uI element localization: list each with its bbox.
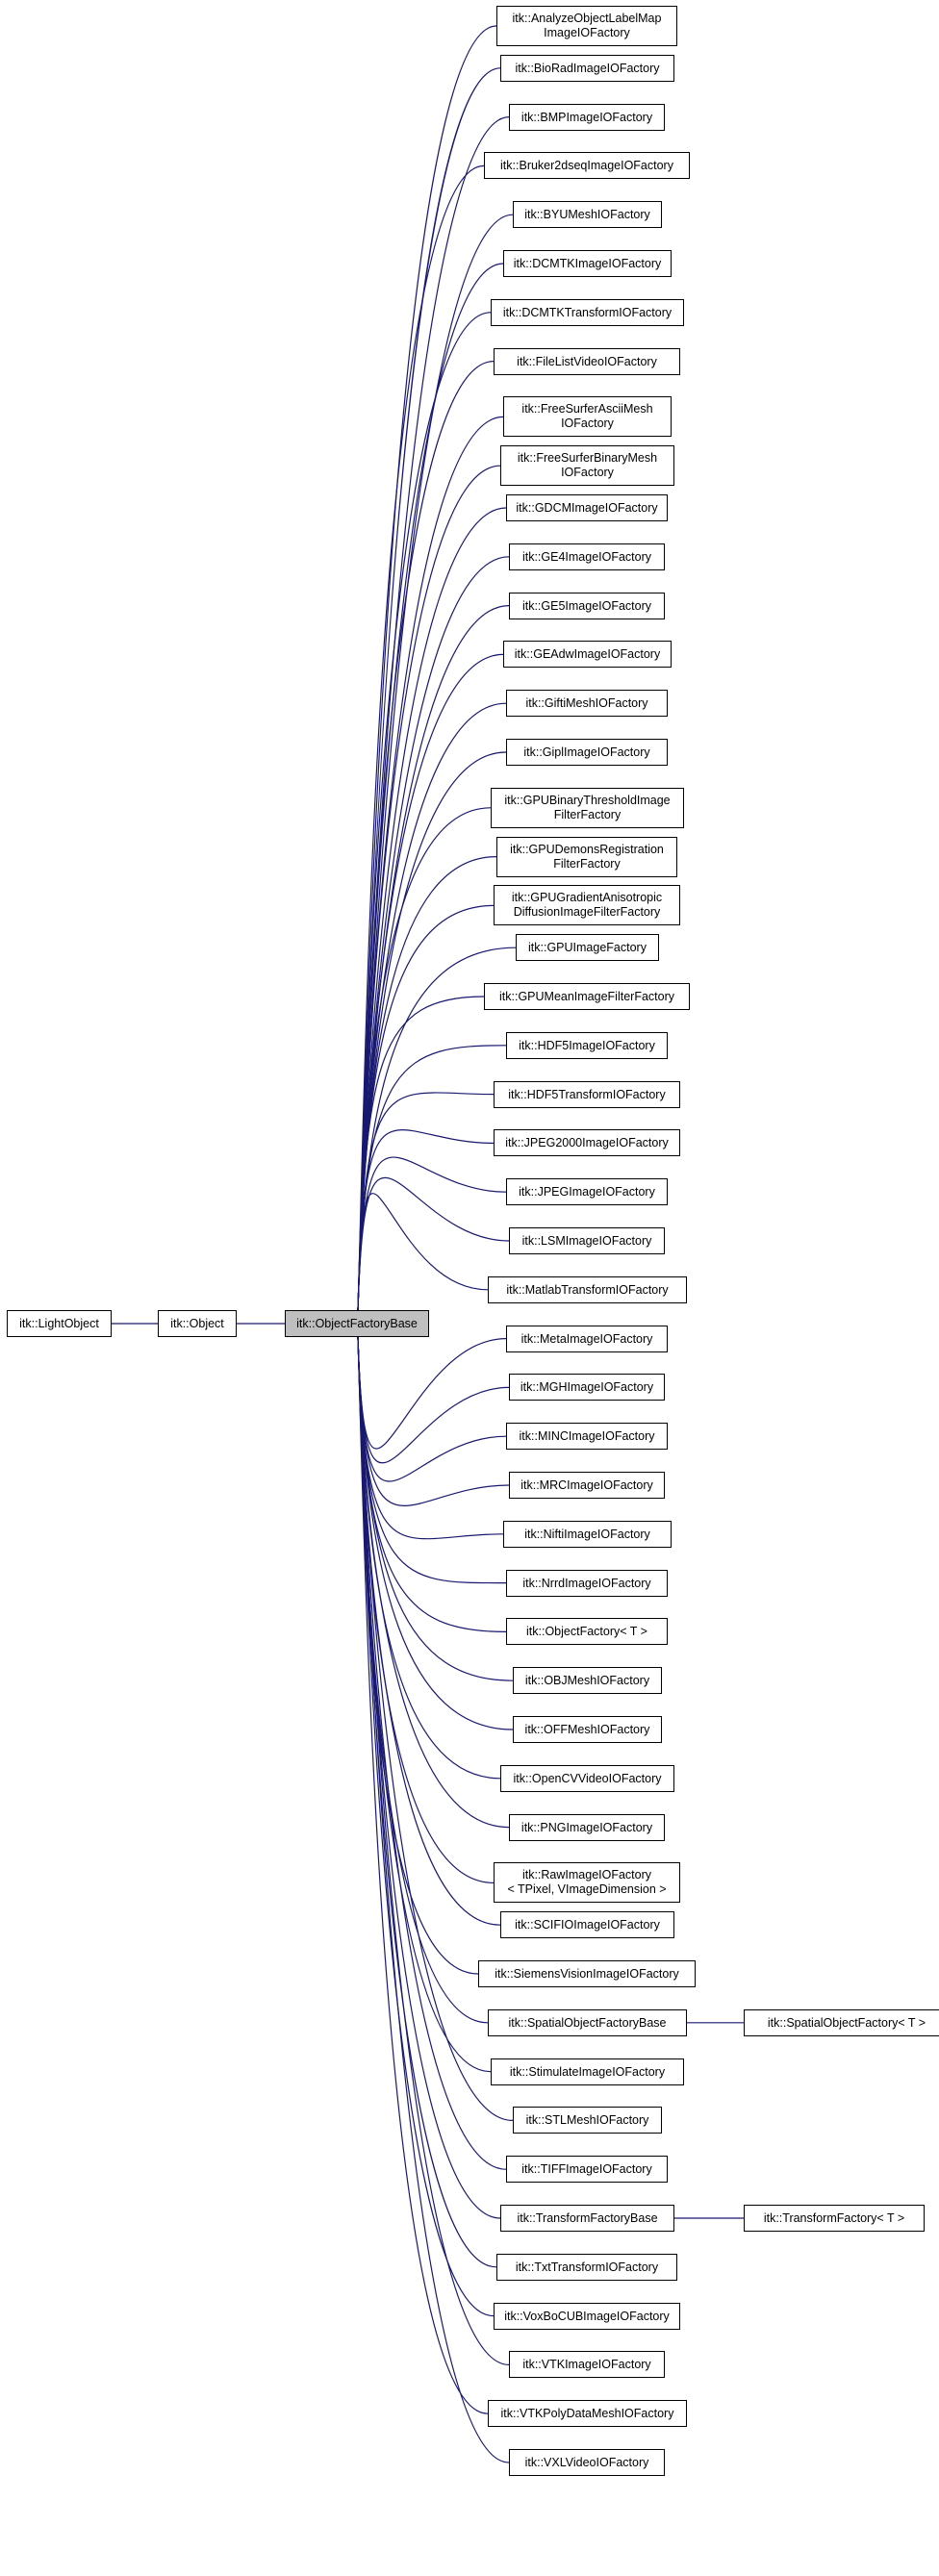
node-mincimageiofactory[interactable]: itk::MINCImageIOFactory <box>506 1423 668 1450</box>
node-gpumeanimagefilterfactory[interactable]: itk::GPUMeanImageFilterFactory <box>484 983 690 1010</box>
node-vtkimageiofactory[interactable]: itk::VTKImageIOFactory <box>509 2351 665 2378</box>
edge-vtkimageiofactory <box>352 1326 510 2365</box>
node-stimulateimageiofactory[interactable]: itk::StimulateImageIOFactory <box>491 2058 684 2085</box>
edge-bmpimageiofactory <box>352 116 510 1322</box>
node-lightobject[interactable]: itk::LightObject <box>7 1310 112 1337</box>
node-opencvvideoiofactory[interactable]: itk::OpenCVVideoIOFactory <box>500 1765 674 1792</box>
node-gpuimagefactory[interactable]: itk::GPUImageFactory <box>516 934 659 961</box>
edge-analyzeobjectlabelmap-imageiofactory <box>352 25 497 1322</box>
node-object[interactable]: itk::Object <box>158 1310 237 1337</box>
node-lsmimageiofactory[interactable]: itk::LSMImageIOFactory <box>509 1227 665 1254</box>
node-scifioimageiofactory[interactable]: itk::SCIFIOImageIOFactory <box>500 1911 674 1938</box>
edge-pngimageiofactory <box>352 1326 510 1829</box>
node-metaimageiofactory[interactable]: itk::MetaImageIOFactory <box>506 1326 668 1352</box>
node-voxbocubimageiofactory[interactable]: itk::VoxBoCUBImageIOFactory <box>494 2303 680 2330</box>
edge-mincimageiofactory <box>352 1326 507 1482</box>
edge-metaimageiofactory <box>352 1326 507 1450</box>
node-gpugradientanisotropic-diffusionimagefilterfactory[interactable]: itk::GPUGradientAnisotropic DiffusionIma… <box>494 885 680 925</box>
node-bioradimageiofactory[interactable]: itk::BioRadImageIOFactory <box>500 55 674 82</box>
node-nrrdimageiofactory[interactable]: itk::NrrdImageIOFactory <box>506 1570 668 1597</box>
edge-hdf5transformiofactory <box>352 1092 495 1322</box>
node-dcmtktransformiofactory[interactable]: itk::DCMTKTransformIOFactory <box>491 299 684 326</box>
edge-jpegimageiofactory <box>352 1156 507 1322</box>
node-hdf5imageiofactory[interactable]: itk::HDF5ImageIOFactory <box>506 1032 668 1059</box>
edge-freesurferbinarymesh-iofactory <box>352 465 501 1322</box>
node-mghimageiofactory[interactable]: itk::MGHImageIOFactory <box>509 1374 665 1401</box>
node-objmeshiofactory[interactable]: itk::OBJMeshIOFactory <box>513 1667 662 1694</box>
edge-bruker2dseqimageiofactory <box>352 164 485 1322</box>
node-freesurferasciimesh-iofactory[interactable]: itk::FreeSurferAsciiMesh IOFactory <box>503 396 672 437</box>
node-gpudemonsregistration-filterfactory[interactable]: itk::GPUDemonsRegistration FilterFactory <box>496 837 677 877</box>
edge-rawimageiofactory-tpixel-vimagedimension <box>352 1326 495 1883</box>
node-vtkpolydatameshiofactory[interactable]: itk::VTKPolyDataMeshIOFactory <box>488 2400 687 2427</box>
node-bruker2dseqimageiofactory[interactable]: itk::Bruker2dseqImageIOFactory <box>484 152 690 179</box>
node-objectfactory-t[interactable]: itk::ObjectFactory< T > <box>506 1618 668 1645</box>
node-freesurferbinarymesh-iofactory[interactable]: itk::FreeSurferBinaryMesh IOFactory <box>500 445 674 486</box>
edge-matlabtransformiofactory <box>352 1193 489 1322</box>
edge-niftiimageiofactory <box>352 1326 504 1540</box>
edge-lsmimageiofactory <box>352 1176 510 1322</box>
edge-mghimageiofactory <box>352 1326 510 1464</box>
edge-offmeshiofactory <box>352 1326 514 1730</box>
edge-ge4imageiofactory <box>352 556 510 1322</box>
node-filelistvideoiofactory[interactable]: itk::FileListVideoIOFactory <box>494 348 680 375</box>
edge-gpumeanimagefilterfactory <box>352 996 485 1322</box>
node-transformfactorybase[interactable]: itk::TransformFactoryBase <box>500 2205 674 2232</box>
node-ge4imageiofactory[interactable]: itk::GE4ImageIOFactory <box>509 543 665 570</box>
node-dcmtkimageiofactory[interactable]: itk::DCMTKImageIOFactory <box>503 250 672 277</box>
node-tiffimageiofactory[interactable]: itk::TIFFImageIOFactory <box>506 2156 668 2183</box>
node-jpeg2000imageiofactory[interactable]: itk::JPEG2000ImageIOFactory <box>494 1129 680 1156</box>
node-transformfactory-t[interactable]: itk::TransformFactory< T > <box>744 2205 925 2232</box>
edge-jpeg2000imageiofactory <box>352 1129 495 1322</box>
node-objectfactorybase: itk::ObjectFactoryBase <box>285 1310 429 1337</box>
node-geadwimageiofactory[interactable]: itk::GEAdwImageIOFactory <box>503 641 672 668</box>
node-vxlvideoiofactory[interactable]: itk::VXLVideoIOFactory <box>509 2449 665 2476</box>
node-spatialobjectfactorybase[interactable]: itk::SpatialObjectFactoryBase <box>488 2009 687 2036</box>
node-niftiimageiofactory[interactable]: itk::NiftiImageIOFactory <box>503 1521 672 1548</box>
edge-vxlvideoiofactory <box>352 1326 510 2463</box>
node-pngimageiofactory[interactable]: itk::PNGImageIOFactory <box>509 1814 665 1841</box>
node-gpubinarythresholdimage-filterfactory[interactable]: itk::GPUBinaryThresholdImage FilterFacto… <box>491 788 684 828</box>
edge-ge5imageiofactory <box>352 605 510 1322</box>
node-hdf5transformiofactory[interactable]: itk::HDF5TransformIOFactory <box>494 1081 680 1108</box>
node-analyzeobjectlabelmap-imageiofactory[interactable]: itk::AnalyzeObjectLabelMap ImageIOFactor… <box>496 6 677 46</box>
node-txttransformiofactory[interactable]: itk::TxtTransformIOFactory <box>496 2254 677 2281</box>
node-jpegimageiofactory[interactable]: itk::JPEGImageIOFactory <box>506 1178 668 1205</box>
edge-objmeshiofactory <box>352 1326 514 1681</box>
edge-filelistvideoiofactory <box>352 361 495 1322</box>
node-byumeshiofactory[interactable]: itk::BYUMeshIOFactory <box>513 201 662 228</box>
edge-hdf5imageiofactory <box>352 1045 507 1322</box>
node-rawimageiofactory-tpixel-vimagedimension[interactable]: itk::RawImageIOFactory < TPixel, VImageD… <box>494 1862 680 1903</box>
node-mrcimageiofactory[interactable]: itk::MRCImageIOFactory <box>509 1472 665 1499</box>
node-giplimageiofactory[interactable]: itk::GiplImageIOFactory <box>506 739 668 766</box>
edge-vtkpolydatameshiofactory <box>352 1326 489 2414</box>
node-offmeshiofactory[interactable]: itk::OFFMeshIOFactory <box>513 1716 662 1743</box>
node-bmpimageiofactory[interactable]: itk::BMPImageIOFactory <box>509 104 665 131</box>
node-gdcmimageiofactory[interactable]: itk::GDCMImageIOFactory <box>506 494 668 521</box>
node-spatialobjectfactory-t[interactable]: itk::SpatialObjectFactory< T > <box>744 2009 939 2036</box>
node-matlabtransformiofactory[interactable]: itk::MatlabTransformIOFactory <box>488 1276 687 1303</box>
node-ge5imageiofactory[interactable]: itk::GE5ImageIOFactory <box>509 593 665 619</box>
node-giftimeshiofactory[interactable]: itk::GiftiMeshIOFactory <box>506 690 668 717</box>
node-stlmeshiofactory[interactable]: itk::STLMeshIOFactory <box>513 2107 662 2134</box>
node-siemensvisionimageiofactory[interactable]: itk::SiemensVisionImageIOFactory <box>478 1960 696 1987</box>
